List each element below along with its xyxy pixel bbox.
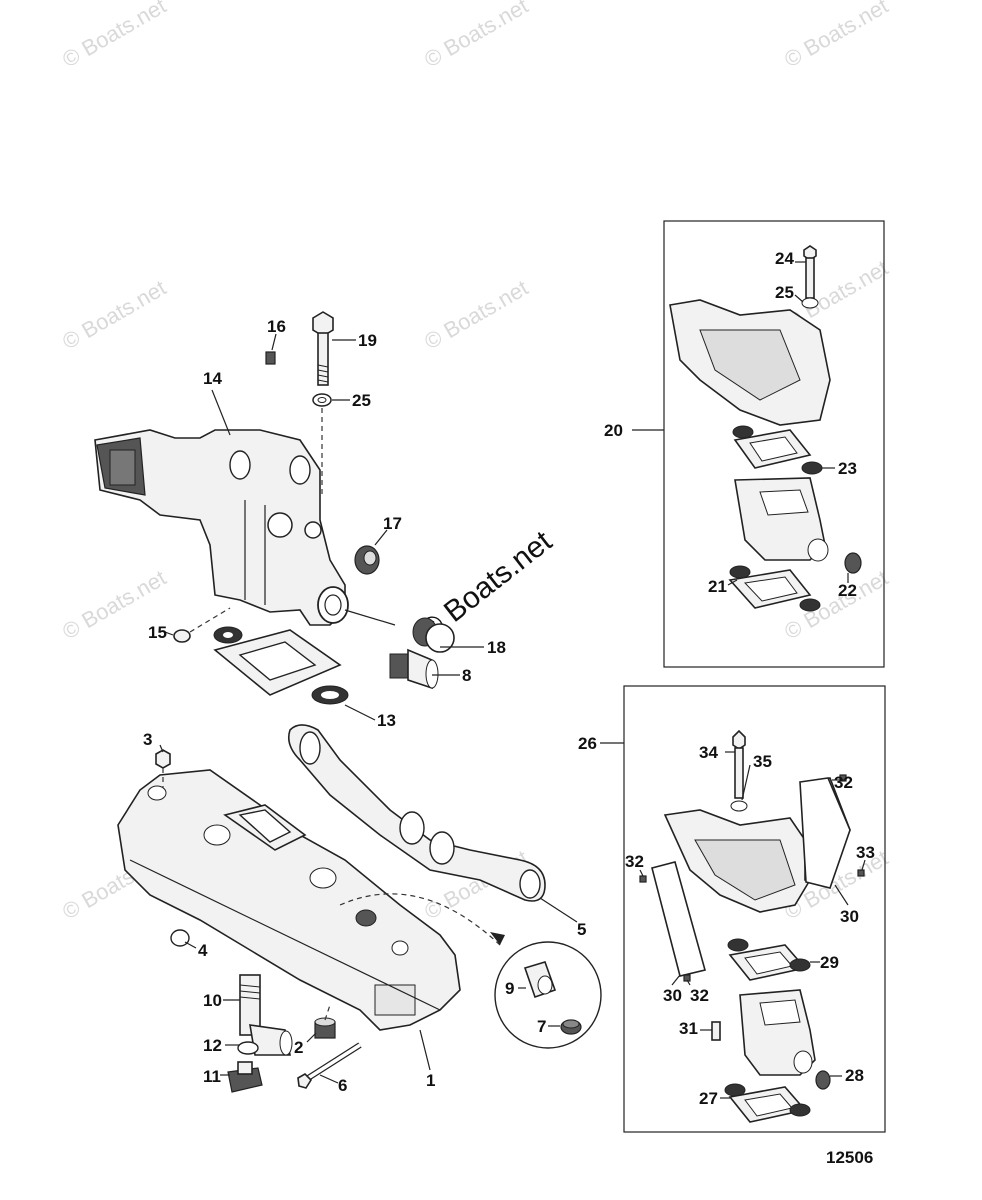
kit-20-parts	[669, 245, 862, 612]
callout-32-top: 32	[834, 773, 853, 792]
drain-plug-11	[227, 1061, 263, 1093]
kit-box-20	[663, 220, 885, 668]
stud-6	[297, 1042, 362, 1089]
manifold-1	[117, 769, 461, 1031]
callout-30-right: 30	[840, 907, 859, 926]
callout-18: 18	[487, 638, 506, 657]
callout-labels: 14 16 19 25 17 15 18 8 13 3 4 5 10 12 11…	[143, 249, 875, 1167]
callout-12: 12	[203, 1036, 222, 1055]
assembly-line	[189, 607, 231, 633]
watermark: © Boats.net	[780, 565, 892, 644]
callout-26: 26	[578, 734, 597, 753]
watermark: © Boats.net	[420, 0, 532, 72]
callout-35: 35	[753, 752, 772, 771]
callout-16: 16	[267, 317, 286, 336]
callout-28: 28	[845, 1066, 864, 1085]
fitting-9	[523, 961, 557, 999]
plug-4	[170, 929, 190, 947]
callout-2: 2	[294, 1038, 303, 1057]
kit-26-parts	[639, 729, 865, 1123]
callout-30-left: 30	[663, 986, 682, 1005]
callout-32-left: 32	[625, 852, 644, 871]
callout-25-kit: 25	[775, 283, 794, 302]
watermark: © Boats.net	[58, 0, 170, 72]
callout-32-bottom: 32	[690, 986, 709, 1005]
gasket-5	[287, 724, 546, 902]
watermark: © Boats.net	[420, 275, 532, 354]
callout-17: 17	[383, 514, 402, 533]
leader-lines	[159, 261, 866, 1099]
callout-14: 14	[203, 369, 222, 388]
callout-25: 25	[352, 391, 371, 410]
callout-27: 27	[699, 1089, 718, 1108]
callout-1: 1	[426, 1071, 435, 1090]
callout-6: 6	[338, 1076, 347, 1095]
elbow-fitting-10	[239, 974, 293, 1056]
bolt-19	[312, 311, 334, 386]
callout-4: 4	[198, 941, 208, 960]
callout-20: 20	[604, 421, 623, 440]
callout-23: 23	[838, 459, 857, 478]
gasket-13	[213, 626, 349, 705]
callout-5: 5	[577, 920, 586, 939]
washer-12	[237, 1041, 259, 1055]
elbow-part-14	[94, 429, 349, 626]
callout-13: 13	[377, 711, 396, 730]
kit-box-26	[623, 685, 886, 1133]
detail-pointer	[339, 893, 501, 946]
callout-24: 24	[775, 249, 794, 268]
callout-19: 19	[358, 331, 377, 350]
callout-34: 34	[699, 743, 718, 762]
arrow-head	[490, 932, 505, 945]
callout-9: 9	[505, 979, 514, 998]
plug-15	[173, 629, 191, 643]
diagram-id: 12506	[826, 1148, 873, 1167]
callout-31: 31	[679, 1019, 698, 1038]
plug-7	[560, 1019, 582, 1035]
callout-15: 15	[148, 623, 167, 642]
callout-33: 33	[856, 843, 875, 862]
watermark: © Boats.net	[58, 275, 170, 354]
callout-11: 11	[203, 1067, 221, 1086]
watermark: © Boats.net	[780, 0, 892, 72]
nut-3	[155, 749, 171, 769]
plug-16	[265, 351, 276, 365]
washer-hole	[317, 397, 327, 403]
cap-2	[314, 1017, 336, 1039]
callout-22: 22	[838, 581, 857, 600]
callout-7: 7	[537, 1017, 546, 1036]
assembly-line	[324, 1004, 331, 1021]
callout-21: 21	[708, 577, 727, 596]
hose-fitting-8	[389, 648, 439, 690]
callout-3: 3	[143, 730, 152, 749]
callout-8: 8	[462, 666, 471, 685]
assembly-line	[344, 609, 396, 626]
fitting-17	[354, 545, 380, 575]
callout-29: 29	[820, 953, 839, 972]
callout-10: 10	[203, 991, 222, 1010]
hose-fitting-18	[412, 617, 455, 653]
